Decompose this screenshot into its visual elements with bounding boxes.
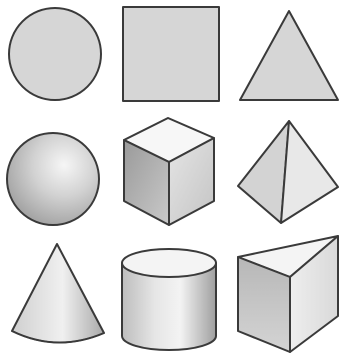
- cone-shape: [12, 244, 104, 343]
- square-shape: [123, 7, 219, 101]
- cylinder-shape: [122, 249, 216, 350]
- pyramid-shape: [238, 121, 338, 223]
- triangle-shape: [240, 11, 338, 100]
- cube-shape: [124, 118, 214, 225]
- circle-shape: [9, 8, 101, 100]
- sphere-shape: [7, 133, 99, 225]
- prism-shape: [238, 236, 338, 352]
